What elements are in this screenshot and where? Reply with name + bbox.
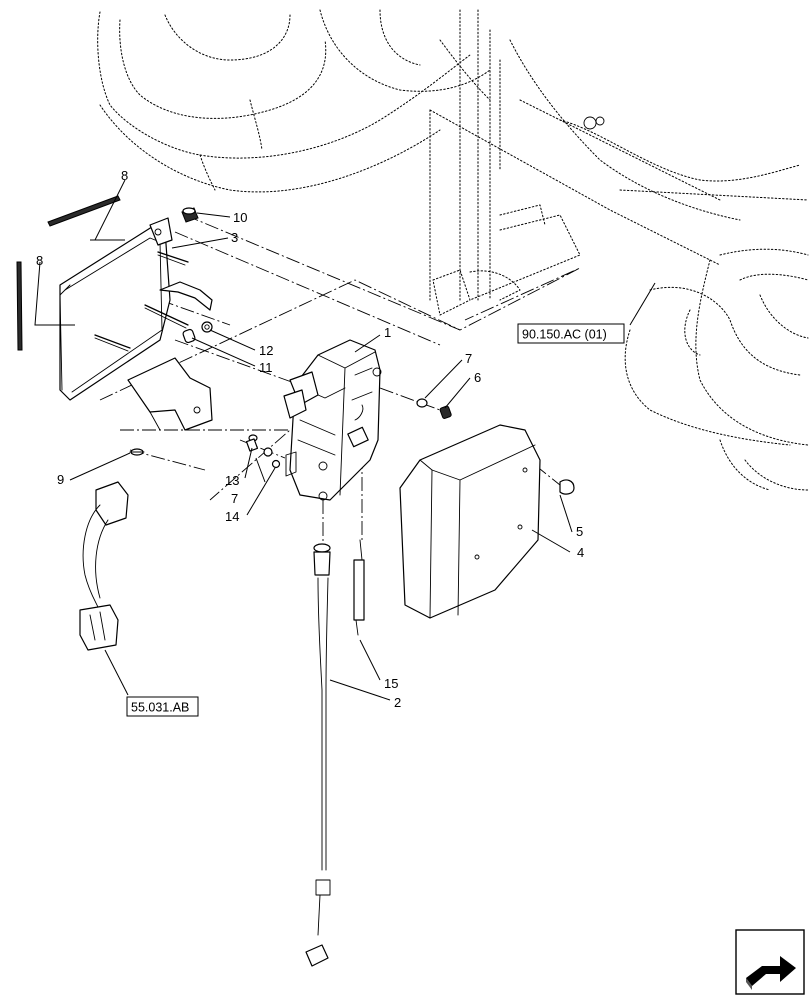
cover-4 xyxy=(399,424,541,619)
callout-2: 2 xyxy=(394,695,401,710)
controller-unit xyxy=(283,339,382,501)
callout-13: 13 xyxy=(225,473,239,488)
callout-leaders xyxy=(34,179,656,701)
nut-10 xyxy=(181,207,199,223)
callout-5: 5 xyxy=(576,524,583,539)
cable-assembly xyxy=(305,539,365,967)
reference-box-harness[interactable]: 55.031.AB xyxy=(126,696,199,717)
seal-strips xyxy=(16,195,121,351)
callout-9: 9 xyxy=(57,472,64,487)
callout-7-left: 7 xyxy=(231,491,238,506)
callout-15: 15 xyxy=(384,676,398,691)
callout-numbers: 1 2 3 4 5 6 7 7 8 8 9 10 11 12 13 14 15 xyxy=(36,168,584,710)
callout-8-top: 8 xyxy=(121,168,128,183)
callout-11: 11 xyxy=(259,360,273,375)
harness-connector xyxy=(79,481,129,651)
small-fasteners xyxy=(129,398,575,495)
callout-8-left: 8 xyxy=(36,253,43,268)
reference-box-cab[interactable]: 90.150.AC (01) xyxy=(517,323,625,344)
callout-14: 14 xyxy=(225,509,239,524)
reference-label-cab: 90.150.AC (01) xyxy=(522,328,607,342)
callout-1: 1 xyxy=(384,325,391,340)
reference-label-harness: 55.031.AB xyxy=(131,701,189,715)
mounting-bracket xyxy=(59,217,213,431)
cab-structure-phantom xyxy=(97,9,809,491)
next-page-arrow-icon[interactable] xyxy=(735,929,805,995)
callout-3: 3 xyxy=(231,230,238,245)
callout-7-right: 7 xyxy=(465,351,472,366)
callout-6: 6 xyxy=(474,370,481,385)
callout-4: 4 xyxy=(577,545,584,560)
callout-10: 10 xyxy=(233,210,247,225)
callout-12: 12 xyxy=(259,343,273,358)
